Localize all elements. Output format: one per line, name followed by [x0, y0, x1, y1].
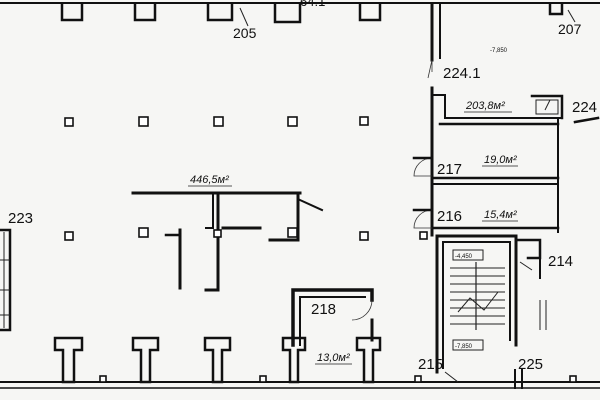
room-number-224-1: 224.1 — [443, 65, 481, 82]
area-main-hall: 446,5м² — [190, 174, 229, 186]
bottom-wall — [0, 336, 600, 389]
column — [287, 116, 298, 127]
column — [138, 116, 149, 127]
room-number-top-partial: 64.1 — [300, 0, 325, 9]
room-number-218: 218 — [311, 301, 336, 318]
room-number-214: 214 — [548, 253, 573, 270]
area-216: 15,4м² — [484, 209, 517, 221]
room-number-207: 207 — [558, 21, 582, 37]
room-number-216: 216 — [437, 208, 462, 225]
column — [138, 227, 149, 238]
area-labels: 446,5м² 203,8м² 19,0м² 15,4м² 13,0м² — [188, 100, 518, 365]
interior-partitions — [131, 191, 324, 292]
column — [64, 231, 74, 241]
room-number-205: 205 — [233, 25, 257, 41]
doors — [412, 59, 434, 229]
column — [287, 227, 298, 238]
column — [64, 117, 74, 127]
room-218-walls — [291, 288, 374, 347]
room-number-217: 217 — [437, 161, 462, 178]
stair-core — [435, 234, 542, 374]
level-mark-stair-top: -4,450 — [455, 254, 473, 260]
misc-lines — [539, 99, 551, 330]
level-mark-top: -7,850 — [490, 48, 508, 54]
area-218: 13,0м² — [317, 352, 350, 364]
room-number-labels: 205 207 64.1 223 224.1 224 217 216 214 2… — [8, 0, 597, 373]
right-block-walls — [430, 2, 600, 237]
room-number-225: 225 — [518, 356, 543, 373]
door-216 — [413, 209, 433, 229]
level-marks: -7,850 -4,450 -7,850 — [455, 48, 508, 350]
room-223-edge — [0, 228, 12, 332]
room-number-215: 215 — [418, 356, 443, 373]
area-217: 19,0м² — [484, 154, 517, 166]
door-217 — [413, 157, 433, 177]
door-224-1 — [427, 59, 433, 79]
interior-columns — [64, 116, 428, 241]
column — [213, 116, 224, 127]
top-wall-fragments — [0, 2, 600, 27]
column — [419, 231, 428, 240]
room-number-223: 223 — [8, 210, 33, 227]
area-224: 203,8м² — [465, 100, 505, 112]
level-mark-stair-bottom: -7,850 — [455, 344, 473, 350]
column — [359, 116, 369, 126]
room-number-224: 224 — [572, 99, 597, 116]
column — [359, 231, 369, 241]
